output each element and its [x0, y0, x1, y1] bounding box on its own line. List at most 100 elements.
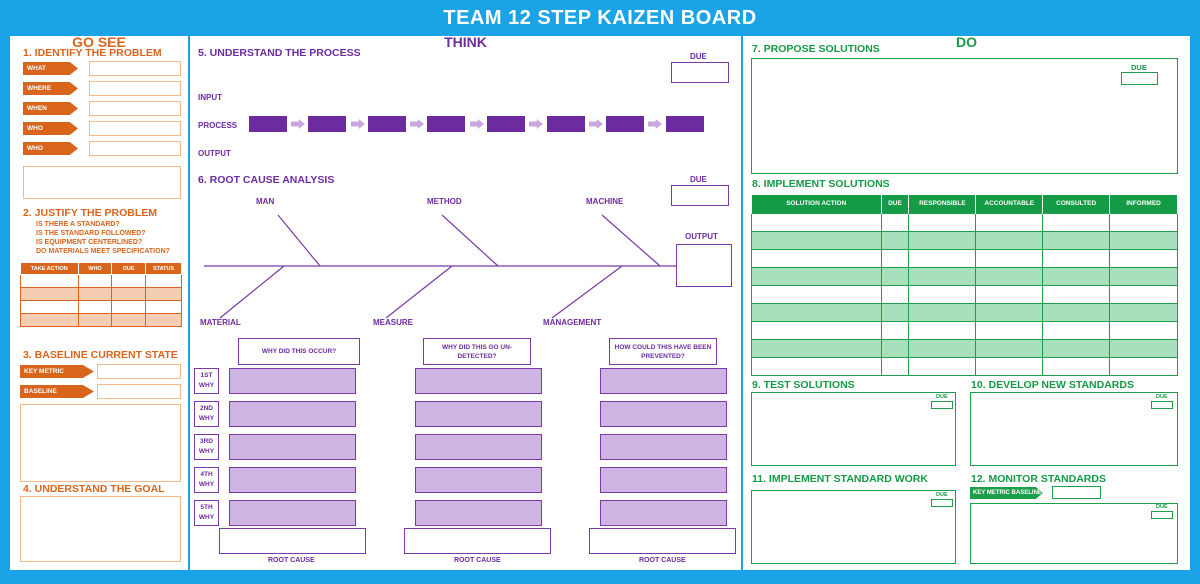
- monitor-standards-box[interactable]: [970, 503, 1178, 564]
- test-due-field[interactable]: [931, 401, 953, 409]
- standard-work-box[interactable]: [751, 490, 956, 564]
- arrow-right-icon: [589, 119, 603, 129]
- implement-solutions-title: 8. IMPLEMENT SOLUTIONS: [752, 178, 890, 190]
- board-title: TEAM 12 STEP KAIZEN BOARD: [443, 7, 757, 29]
- key-metric-baseline-field[interactable]: [1052, 486, 1101, 499]
- baseline-notes-box[interactable]: [20, 404, 181, 482]
- root-cause-box[interactable]: [219, 528, 366, 554]
- why-answer-box[interactable]: [415, 467, 542, 493]
- propose-due-label: DUE: [1131, 63, 1147, 72]
- table-row[interactable]: [751, 248, 1178, 268]
- think-header: THINK: [444, 34, 487, 50]
- table-row[interactable]: [751, 356, 1178, 376]
- test-solutions-title: 9. TEST SOLUTIONS: [752, 379, 855, 391]
- why-answer-box[interactable]: [415, 434, 542, 460]
- table-row[interactable]: [20, 287, 182, 301]
- why-answer-box[interactable]: [415, 368, 542, 394]
- table-row[interactable]: [20, 300, 182, 314]
- understand-goal-title: 4. UNDERSTAND THE GOAL: [23, 483, 165, 495]
- propose-due-field[interactable]: [1121, 72, 1158, 85]
- why-answer-box[interactable]: [415, 500, 542, 526]
- table-row[interactable]: [751, 230, 1178, 250]
- justify-problem-title: 2. JUSTIFY THE PROBLEM: [23, 207, 157, 219]
- why-answer-box[interactable]: [229, 434, 356, 460]
- arrow-right-icon: [648, 119, 662, 129]
- col-solution-action: SOLUTION ACTION: [751, 195, 882, 213]
- why-answer-box[interactable]: [229, 467, 356, 493]
- propose-solutions-title: 7. PROPOSE SOLUTIONS: [752, 43, 880, 55]
- key-metric-baseline-arrow-label: KEY METRIC BASELINE: [970, 487, 1043, 499]
- process-due-label: DUE: [690, 52, 707, 61]
- root-cause-label: ROOT CAUSE: [454, 557, 501, 564]
- why-answer-box[interactable]: [600, 368, 727, 394]
- standard-work-due-label: DUE: [936, 492, 948, 498]
- col-status: STATUS: [145, 262, 182, 275]
- why-undetected-question: WHY DID THIS GO UN-DETECTED?: [423, 338, 531, 365]
- when-field[interactable]: [89, 101, 181, 116]
- propose-solutions-box[interactable]: [751, 58, 1178, 174]
- why-answer-box[interactable]: [229, 500, 356, 526]
- develop-standards-box[interactable]: [970, 392, 1178, 466]
- table-row[interactable]: [751, 212, 1178, 232]
- table-row[interactable]: [751, 320, 1178, 340]
- baseline-field[interactable]: [97, 384, 181, 399]
- key-metric-field[interactable]: [97, 364, 181, 379]
- man-label: MAN: [256, 197, 275, 206]
- col-due: DUE: [111, 262, 147, 275]
- process-step: [427, 116, 465, 132]
- table-row[interactable]: [751, 338, 1178, 358]
- why-tag-4th: 4TH WHY: [194, 467, 219, 493]
- why-answer-box[interactable]: [600, 467, 727, 493]
- rca-due-field[interactable]: [671, 185, 729, 206]
- problem-statement-box[interactable]: [23, 166, 181, 199]
- table-row[interactable]: [751, 302, 1178, 322]
- root-cause-box[interactable]: [589, 528, 736, 554]
- management-label: MANAGEMENT: [543, 318, 602, 327]
- who-field-2[interactable]: [89, 141, 181, 156]
- test-due-label: DUE: [936, 394, 948, 400]
- process-step: [487, 116, 525, 132]
- why-answer-box[interactable]: [600, 500, 727, 526]
- arrow-right-icon: [410, 119, 424, 129]
- input-label: INPUT: [198, 93, 222, 102]
- col-due: DUE: [880, 195, 910, 213]
- implement-standard-work-title: 11. IMPLEMENT STANDARD WORK: [752, 473, 928, 485]
- method-label: METHOD: [427, 197, 462, 206]
- why-tag-1st: 1ST WHY: [194, 368, 219, 394]
- table-row[interactable]: [751, 284, 1178, 304]
- who-arrow-label: WHO: [23, 122, 78, 135]
- standard-work-due-field[interactable]: [931, 499, 953, 507]
- table-row[interactable]: [751, 266, 1178, 286]
- table-row[interactable]: [20, 274, 182, 288]
- process-step: [249, 116, 287, 132]
- develop-due-field[interactable]: [1151, 401, 1173, 409]
- arrow-right-icon: [351, 119, 365, 129]
- go-see-header: GO SEE: [72, 34, 126, 50]
- test-solutions-box[interactable]: [751, 392, 956, 466]
- process-step: [606, 116, 644, 132]
- identify-problem-title: 1. IDENTIFY THE PROBLEM: [23, 47, 162, 59]
- col-informed: INFORMED: [1109, 195, 1178, 213]
- process-label: PROCESS: [198, 121, 238, 130]
- table-row[interactable]: [20, 313, 182, 327]
- col-take-action: TAKE ACTION: [20, 262, 79, 275]
- monitor-due-field[interactable]: [1151, 511, 1173, 519]
- root-cause-analysis-title: 6. ROOT CAUSE ANALYSIS: [198, 174, 335, 186]
- why-answer-box[interactable]: [415, 401, 542, 427]
- why-answer-box[interactable]: [600, 401, 727, 427]
- process-due-field[interactable]: [671, 62, 729, 83]
- why-answer-box[interactable]: [229, 368, 356, 394]
- output-label: OUTPUT: [198, 149, 231, 158]
- fishbone-output-box[interactable]: [676, 244, 732, 287]
- when-arrow-label: WHEN: [23, 102, 78, 115]
- what-field[interactable]: [89, 61, 181, 76]
- who-field[interactable]: [89, 121, 181, 136]
- goal-box[interactable]: [20, 496, 181, 562]
- why-answer-box[interactable]: [229, 401, 356, 427]
- where-field[interactable]: [89, 81, 181, 96]
- why-answer-box[interactable]: [600, 434, 727, 460]
- root-cause-box[interactable]: [404, 528, 551, 554]
- what-arrow-label: WHAT: [23, 62, 78, 75]
- rca-due-label: DUE: [690, 175, 707, 184]
